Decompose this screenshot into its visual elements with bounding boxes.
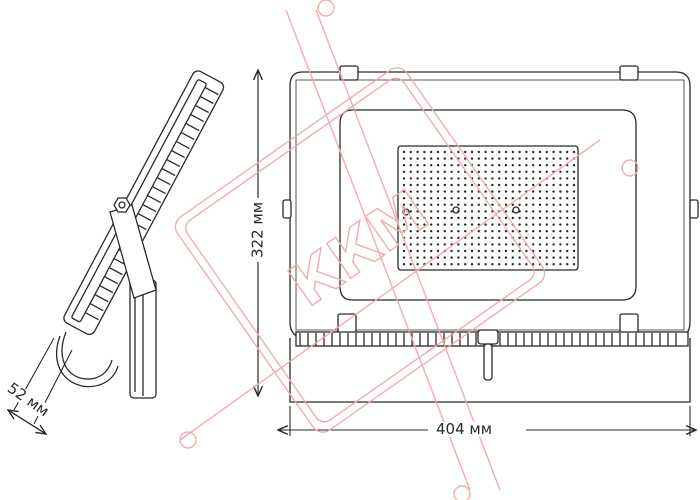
width-label: 404 мм	[432, 422, 497, 437]
width-dimension	[278, 406, 696, 436]
height-label: 322 мм	[249, 197, 267, 263]
side-view	[56, 70, 225, 399]
